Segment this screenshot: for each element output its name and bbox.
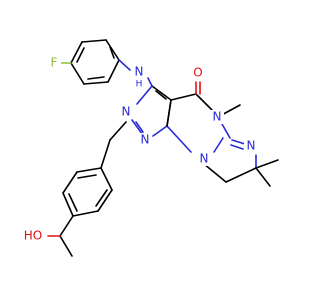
n-ch2-bond <box>109 121 127 141</box>
pyrazole-n1-atom: N <box>141 133 150 147</box>
fluorophenyl-ring <box>70 39 120 85</box>
structure-svg: F N H O N N N N N HO <box>23 39 279 257</box>
amine-hydrogen-atom: H <box>136 80 143 90</box>
hydroxyethylphenyl-ring <box>62 167 113 217</box>
amine-nitrogen-atom: N <box>135 65 144 79</box>
aryl-ch-bond <box>59 215 74 237</box>
pyrimidine-n-methyl-nitrogen: N <box>213 110 222 124</box>
gem-methyl-1 <box>255 159 279 169</box>
imine-nitrogen-atom: N <box>247 139 256 153</box>
hydroxyl-group: HO <box>24 229 42 243</box>
pyrazole-n2-atom: N <box>122 105 131 119</box>
pyrimidinone-ring <box>166 93 231 153</box>
fluorine-atom: F <box>51 56 58 70</box>
ch-methyl-bond <box>59 235 73 257</box>
pyrazole-ring <box>131 85 172 139</box>
nh-c3-bond <box>147 77 153 87</box>
aryl-nh-bond <box>118 59 131 71</box>
molecule-diagram: F N H O N N N N N HO <box>23 39 279 257</box>
bridgehead-nitrogen-atom: N <box>200 152 209 166</box>
gem-methyl-2 <box>255 167 271 187</box>
ch2-aryl-bond <box>100 139 111 169</box>
carbonyl-oxygen-atom: O <box>193 66 202 80</box>
